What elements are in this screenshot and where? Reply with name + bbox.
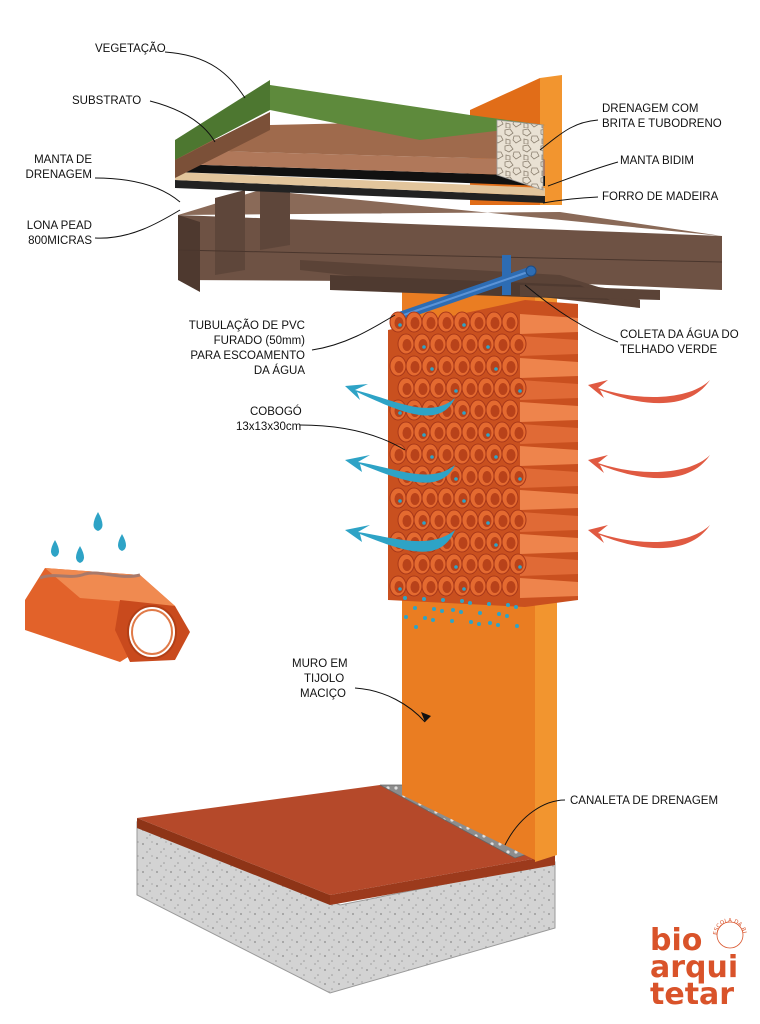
floor-slab: [137, 785, 555, 905]
logo-line1: bio: [650, 923, 702, 958]
logo-line3: tetar: [650, 977, 734, 1012]
pvc-pipe: [390, 255, 537, 323]
logo-ring-icon: [716, 921, 744, 949]
label-manta-bidim: MANTA BIDIM: [620, 155, 694, 167]
logo-line2: arqui: [650, 950, 738, 985]
label-canaleta: CANALETA DE DRENAGEM: [570, 795, 718, 807]
label-tubulacao-line2: FURADO (50mm): [214, 335, 306, 347]
label-tubulacao-line1: TUBULAÇÃO DE PVC: [189, 319, 305, 332]
cool-air-arrows: [345, 384, 455, 552]
water-drops: [403, 596, 519, 629]
warm-air-arrows: [588, 380, 710, 549]
roof-layers: [175, 80, 545, 203]
label-muro-line1: MURO EM: [292, 658, 348, 670]
label-muro-line2: TIJOLO: [304, 673, 344, 685]
label-drenagem-brita-line2: BRITA E TUBODRENO: [602, 118, 722, 130]
label-vegetacao: VEGETAÇÃO: [95, 42, 166, 55]
label-tubulacao-line3: PARA ESCOAMENTO: [190, 350, 305, 362]
label-drenagem-brita-line1: DRENAGEM COM: [602, 103, 698, 115]
label-manta-drenagem-line2: DRENAGEM: [26, 169, 92, 181]
label-lona-line2: 800MICRAS: [28, 235, 92, 247]
label-cobogo-line2: 13x13x30cm: [236, 421, 301, 433]
cobogo-block: [388, 300, 578, 607]
label-forro: FORRO DE MADEIRA: [602, 191, 719, 203]
label-substrato: SUBSTRATO: [72, 95, 141, 107]
label-muro-line3: MACIÇO: [300, 688, 346, 700]
leader-lines: [94, 51, 619, 846]
cobogo-unit-illustration: [25, 512, 190, 662]
label-lona-line1: LONA PEAD: [27, 220, 92, 232]
label-manta-drenagem-line1: MANTA DE: [34, 154, 92, 166]
gravel-drainage: [496, 119, 544, 191]
labels: VEGETAÇÃO SUBSTRATO MANTA DE DRENAGEM LO…: [26, 42, 739, 807]
label-coleta-line2: TELHADO VERDE: [620, 344, 717, 356]
label-coleta-line1: COLETA DA ÁGUA DO: [620, 328, 739, 341]
label-cobogo-line1: COBOGÓ: [250, 405, 302, 418]
wall-leader-arrowhead: [421, 712, 431, 722]
label-tubulacao-line4: DA ÁGUA: [254, 364, 305, 377]
